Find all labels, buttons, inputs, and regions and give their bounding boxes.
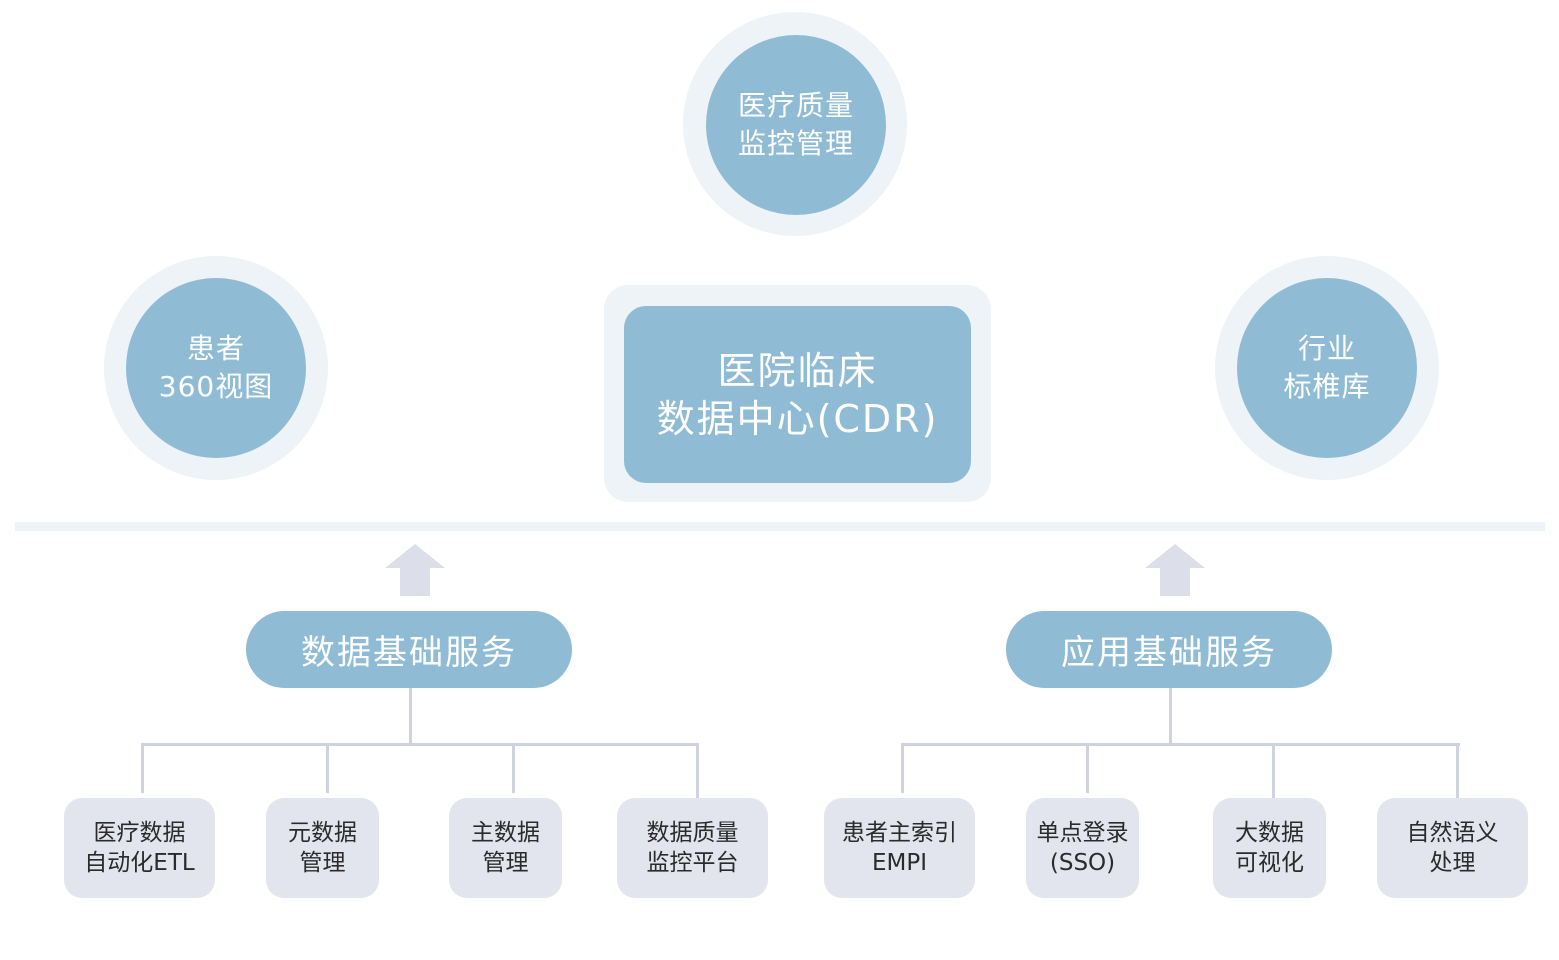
connector-line (696, 743, 699, 798)
industry-standard-circle: 行业 标椎库 (1237, 278, 1417, 458)
connector-line (409, 688, 412, 745)
connector-line (1456, 743, 1459, 798)
leaf-label: 大数据 (1235, 820, 1304, 846)
master-data-box: 主数据 管理 (449, 798, 562, 898)
up-arrow-icon (385, 544, 445, 596)
leaf-label: 监控平台 (646, 850, 739, 876)
patient-360-circle: 患者 360视图 (126, 278, 306, 458)
leaf-label: (SSO) (1049, 850, 1116, 876)
connector-line (901, 743, 904, 793)
connector-line (141, 743, 699, 746)
metadata-box: 元数据 管理 (266, 798, 379, 898)
leaf-label: 单点登录 (1036, 820, 1129, 846)
patient-360-label-2: 360视图 (158, 370, 274, 403)
quality-monitoring-label-2: 监控管理 (737, 127, 854, 160)
leaf-label: 自动化ETL (84, 850, 195, 876)
leaf-label: 自然语义 (1406, 820, 1499, 846)
empi-box: 患者主索引 EMPI (824, 798, 975, 898)
nlp-box: 自然语义 处理 (1377, 798, 1528, 898)
leaf-label: 患者主索引 (842, 820, 957, 846)
connector-line (141, 743, 144, 793)
leaf-label: 可视化 (1235, 850, 1304, 876)
app-service-title: 应用基础服务 (1061, 633, 1277, 673)
leaf-label: 管理 (482, 850, 529, 876)
leaf-label: 元数据 (288, 820, 357, 846)
app-service-pill: 应用基础服务 (1006, 611, 1332, 688)
connector-line (901, 743, 1460, 746)
quality-monitoring-label-1: 医疗质量 (737, 89, 854, 122)
leaf-label: 数据质量 (646, 820, 739, 846)
industry-standard-label-2: 标椎库 (1283, 370, 1371, 403)
patient-360-label-1: 患者 (186, 332, 245, 365)
bigdata-visualization-box: 大数据 可视化 (1213, 798, 1326, 898)
data-service-pill: 数据基础服务 (246, 611, 572, 688)
cdr-card: 医院临床 数据中心(CDR) (624, 306, 971, 483)
leaf-label: 主数据 (471, 820, 540, 846)
industry-standard-label-1: 行业 (1297, 332, 1356, 365)
leaf-label: 医疗数据 (93, 820, 186, 846)
layer-divider (15, 522, 1545, 531)
leaf-label: EMPI (871, 850, 928, 876)
quality-monitoring-circle: 医疗质量 监控管理 (706, 35, 886, 215)
connector-line (1272, 743, 1275, 798)
connector-line (512, 743, 515, 793)
connector-line (1086, 743, 1089, 793)
sso-box: 单点登录 (SSO) (1026, 798, 1139, 898)
data-service-title: 数据基础服务 (301, 633, 517, 673)
cdr-title-line-1: 医院临床 (717, 348, 878, 393)
leaf-label: 管理 (299, 850, 346, 876)
connector-line (1169, 688, 1172, 745)
up-arrow-icon (1145, 544, 1205, 596)
data-quality-box: 数据质量 监控平台 (617, 798, 768, 898)
connector-line (326, 743, 329, 793)
etl-box: 医疗数据 自动化ETL (64, 798, 215, 898)
cdr-title-line-2: 数据中心(CDR) (656, 396, 939, 441)
leaf-label: 处理 (1429, 850, 1476, 876)
